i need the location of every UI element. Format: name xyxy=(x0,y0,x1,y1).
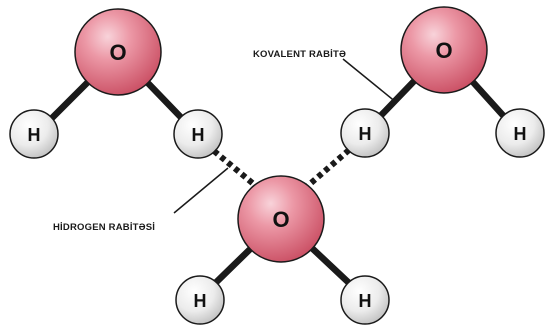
hydrogen-bond-leader-line xyxy=(173,167,229,214)
atom-symbol: H xyxy=(194,291,207,311)
water-molecule-left: O H H xyxy=(9,8,223,159)
oxygen-atom: O xyxy=(400,6,488,94)
oxygen-atom: O xyxy=(237,175,325,263)
atom-symbol: H xyxy=(359,291,372,311)
atom-symbol: O xyxy=(435,38,452,63)
hydrogen-atom: H xyxy=(173,109,223,159)
hydrogen-atom: H xyxy=(495,108,545,158)
hydrogen-bond-label: HİDROGEN RABİTƏSİ xyxy=(53,222,155,233)
hydrogen-atom: H xyxy=(175,275,225,325)
oxygen-atom: O xyxy=(74,8,162,96)
water-molecule-right: O H H xyxy=(340,6,545,158)
covalent-bond-callout: KOVALENT RABİTƏ xyxy=(253,49,398,104)
hydrogen-atom: H xyxy=(9,109,59,159)
atom-symbol: O xyxy=(109,40,126,65)
hydrogen-bond-callout: HİDROGEN RABİTƏSİ xyxy=(53,167,229,233)
atom-symbol: H xyxy=(514,124,527,144)
covalent-bond-leader-line xyxy=(342,58,398,104)
hydrogen-atom: H xyxy=(340,108,390,158)
atom-symbol: H xyxy=(28,125,41,145)
hydrogen-atom: H xyxy=(340,275,390,325)
atom-symbol: H xyxy=(192,125,205,145)
covalent-bond-label: KOVALENT RABİTƏ xyxy=(253,49,346,60)
atom-symbol: H xyxy=(359,124,372,144)
hydrogen-bond-dashed-line xyxy=(301,147,351,193)
atom-symbol: O xyxy=(272,207,289,232)
hydrogen-bond-dashed-line xyxy=(212,148,264,194)
water-molecule-center: O H H xyxy=(175,175,390,325)
